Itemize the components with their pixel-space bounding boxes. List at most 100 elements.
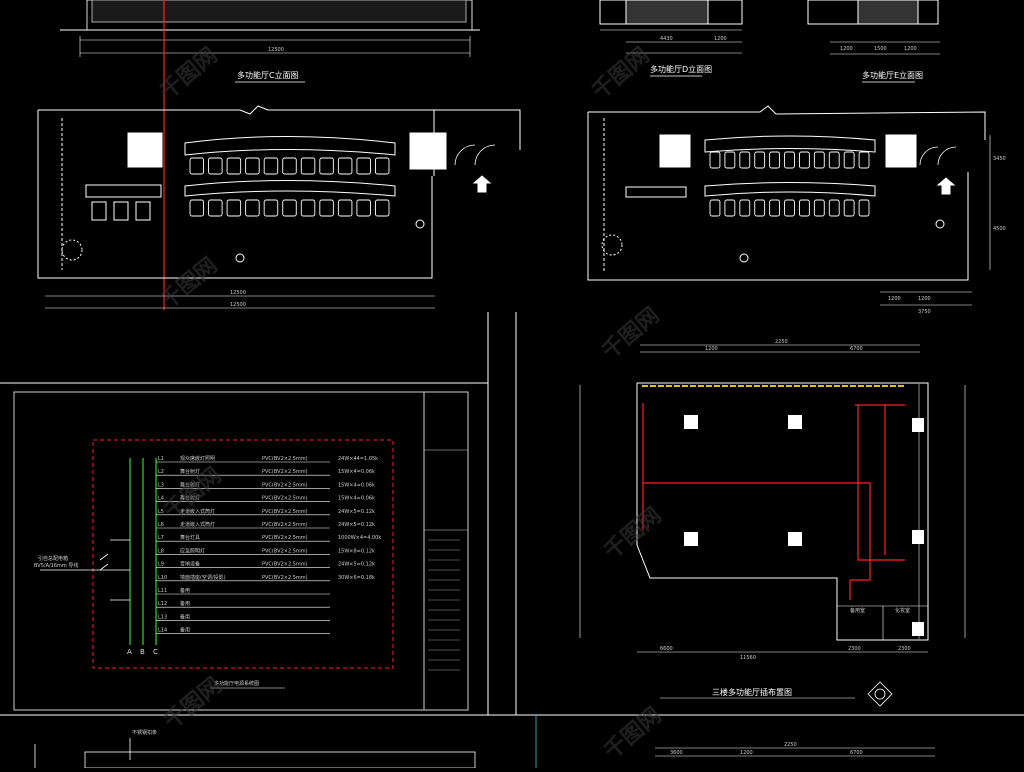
circuit-name: 备用 (180, 627, 190, 634)
circuit-name: 走道嵌入式筒灯 (180, 521, 215, 528)
circuit-name: 墙面插座(空调/投影) (180, 574, 226, 581)
seat (319, 199, 334, 217)
svg-text:千图网: 千图网 (156, 253, 223, 315)
lighting-dim-bottom-1: 6600 (660, 646, 673, 652)
seat (858, 199, 870, 217)
seat (245, 157, 260, 175)
lighting-dim-top-1: 2250 (775, 339, 788, 345)
bottom-right-dim-4: 6700 (850, 750, 863, 756)
circuit-cable: PVC(BV2×2.5mm) (262, 562, 308, 568)
circuit-cable: PVC(BV2×2.5mm) (262, 469, 308, 475)
north-compass-icon (867, 681, 893, 707)
circuit-load: 15W×4=0.06k (338, 496, 375, 502)
elev-d-title: 多功能厅D立面图 (650, 64, 712, 74)
seat (263, 157, 279, 175)
circuit-load: 30W×6=0.18k (338, 575, 375, 581)
circuit-name: 应急照明灯 (180, 547, 205, 554)
lighting-plan (579, 344, 966, 699)
lighting-dim-bottom-2: 11560 (740, 655, 756, 661)
phase-label-b: B (140, 648, 145, 656)
lighting-wiring (642, 403, 905, 600)
bottom-right-detail (535, 715, 935, 768)
circuit-name: 备用 (180, 613, 190, 620)
lighting-dim-bottom-3: 2300 (848, 646, 861, 652)
lighting-dim-top-2: 1200 (705, 346, 718, 352)
seat (769, 199, 780, 217)
lighting-fixtures (684, 415, 924, 636)
circuit-cable: PVC(BV2×2.5mm) (262, 548, 308, 554)
seat (208, 199, 223, 217)
circuit-id: L6 (158, 522, 164, 528)
circuit-id: L5 (158, 509, 164, 515)
bottom-right-dim-3: 1200 (740, 750, 753, 756)
seats-left (189, 157, 390, 217)
title-block (428, 539, 460, 671)
elev-e-dim-1: 1200 (840, 46, 853, 52)
seat (263, 199, 279, 217)
circuit-load: 1000W×4=4.00k (338, 535, 381, 541)
seat (300, 157, 316, 175)
circuit-cable: PVC(BV2×2.5mm) (262, 482, 308, 488)
circuit-id: L2 (158, 469, 164, 475)
circuit-cable: PVC(BV2×2.5mm) (262, 575, 308, 581)
circuit-id: L4 (158, 496, 164, 502)
plan-left-dim-1: 12500 (230, 290, 246, 296)
seat (784, 151, 795, 169)
seat (858, 151, 870, 169)
elev-c-dim: 12500 (268, 47, 284, 53)
seat (724, 151, 736, 169)
circuit-load: 24W×5=0.12k (338, 522, 375, 528)
circuit-load: 24W×44=1.05k (338, 456, 378, 462)
circuit-id: L12 (158, 601, 167, 607)
svg-text:千图网: 千图网 (600, 703, 667, 765)
elev-d-dim-1: 4430 (660, 36, 673, 42)
seat (189, 157, 204, 175)
seat (754, 151, 766, 169)
seat (739, 199, 751, 217)
seat (754, 199, 766, 217)
seat (828, 151, 840, 169)
seat (709, 151, 721, 169)
elevation-e (807, 0, 940, 83)
elev-d-dim-2: 1200 (714, 36, 727, 42)
lighting-dim-bottom-4: 2300 (898, 646, 911, 652)
phase-label-a: A (127, 648, 132, 656)
elev-e-dim-3: 1200 (904, 46, 917, 52)
seat (356, 157, 371, 175)
circuit-load: 15W×4=0.06k (338, 482, 375, 488)
seat (245, 199, 260, 217)
phase-label-c: C (153, 648, 158, 656)
circuit-cable: PVC(BV2×2.5mm) (262, 509, 308, 515)
seat (282, 157, 297, 175)
circuit-load: 15W×4=0.06k (338, 469, 375, 475)
circuit-id: L11 (158, 588, 167, 594)
svg-text:千图网: 千图网 (600, 503, 667, 565)
circuit-title: 多功能厅电源系统图 (214, 680, 259, 687)
bottom-left-label: 不锈钢扣条 (132, 729, 157, 736)
plan-right-dim-3: 3750 (918, 309, 931, 315)
seat (337, 157, 353, 175)
seat (375, 157, 390, 175)
circuit-name: 舞台射灯 (180, 481, 200, 488)
bottom-right-dim-1: 2250 (784, 742, 797, 748)
circuit-id: L9 (158, 562, 164, 568)
circuit-cable: PVC(BV2×2.5mm) (262, 456, 308, 462)
seat (843, 151, 855, 169)
seat (282, 199, 297, 217)
circuit-name: 舞台射灯 (180, 468, 200, 475)
room-label-storage: 备用室 (850, 607, 865, 614)
circuit-cable: PVC(BV2×2.5mm) (262, 496, 308, 502)
seat (319, 157, 334, 175)
sheet-dividers (0, 312, 1024, 716)
elev-e-title: 多功能厅E立面图 (862, 70, 923, 80)
seat (724, 199, 736, 217)
seat (843, 199, 855, 217)
seat (799, 199, 810, 217)
lighting-dim-top-3: 6700 (850, 346, 863, 352)
plan-right-side-dim-1: 3450 (993, 156, 1006, 162)
seat (300, 199, 316, 217)
circuit-red-boundary (92, 439, 394, 669)
lighting-title: 三楼多功能厅插布置图 (712, 687, 792, 697)
